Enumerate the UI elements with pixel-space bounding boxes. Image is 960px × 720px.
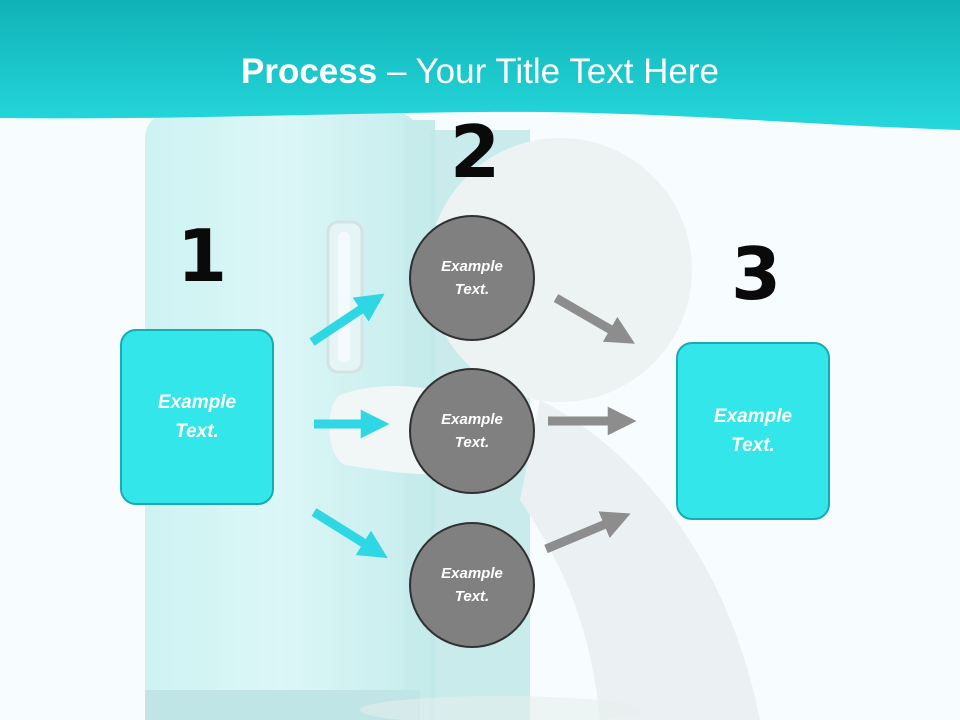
- arrow-icon: [544, 511, 631, 554]
- step-1-text: Example Text.: [157, 392, 237, 442]
- step-number-2: 2: [450, 110, 501, 194]
- step-2-circle: Example Text.: [409, 522, 535, 648]
- title-rest: – Your Title Text Here: [377, 52, 719, 91]
- step-3-box: Example Text.: [676, 342, 830, 520]
- slide-title: Process – Your Title Text Here: [0, 52, 960, 92]
- step-3-text: Example Text.: [713, 406, 793, 456]
- circle-text: Example Text.: [441, 258, 503, 298]
- step-number-3: 3: [731, 232, 782, 316]
- title-bold: Process: [241, 52, 378, 91]
- step-2-circle: Example Text.: [409, 215, 535, 341]
- step-1-box: Example Text.: [120, 329, 274, 505]
- title-banner: [0, 0, 960, 130]
- circle-text: Example Text.: [441, 411, 503, 451]
- step-2-circle: Example Text.: [409, 368, 535, 494]
- arrow-icon: [309, 293, 385, 346]
- step-number-1: 1: [177, 214, 228, 298]
- arrow-icon: [553, 294, 635, 344]
- circle-text: Example Text.: [441, 565, 503, 605]
- arrow-icon: [311, 508, 388, 559]
